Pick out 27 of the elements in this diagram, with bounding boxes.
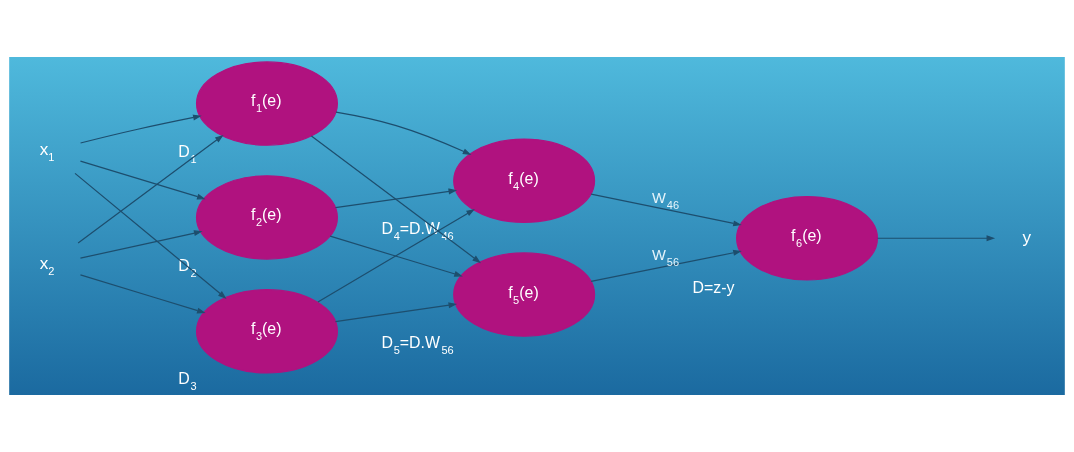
arrow [334, 302, 458, 323]
node-text: x$_{2}$ [39, 252, 55, 277]
edge-label: W$_{56}$ [652, 246, 680, 268]
node-label: D$_{1}$ [178, 142, 197, 165]
node-label: D$_{5}$=D.W$_{56}$ [381, 333, 454, 356]
arrow [335, 111, 472, 155]
arrow [317, 209, 475, 303]
node-ellipse: f$_{4}$(e) [453, 138, 596, 223]
arrow [590, 193, 742, 227]
arrow [77, 134, 224, 244]
arrow [590, 249, 742, 282]
arrow [79, 160, 206, 200]
node-text: x$_{1}$ [39, 138, 55, 163]
arrow [329, 235, 463, 277]
arrow [334, 188, 458, 209]
node-ellipse: f$_{6}$(e) [736, 196, 879, 281]
node-label: D=z-y [692, 278, 735, 296]
arrow [74, 172, 227, 299]
node-label: D$_{3}$ [178, 370, 197, 393]
node-label: D$_{2}$ [178, 256, 197, 279]
edge-label: W$_{46}$ [652, 190, 680, 212]
arrow [79, 114, 202, 144]
arrow [877, 235, 996, 242]
arrow [79, 230, 203, 259]
arrow [310, 135, 481, 264]
node-text: y [1022, 226, 1032, 247]
arrow [79, 274, 206, 314]
